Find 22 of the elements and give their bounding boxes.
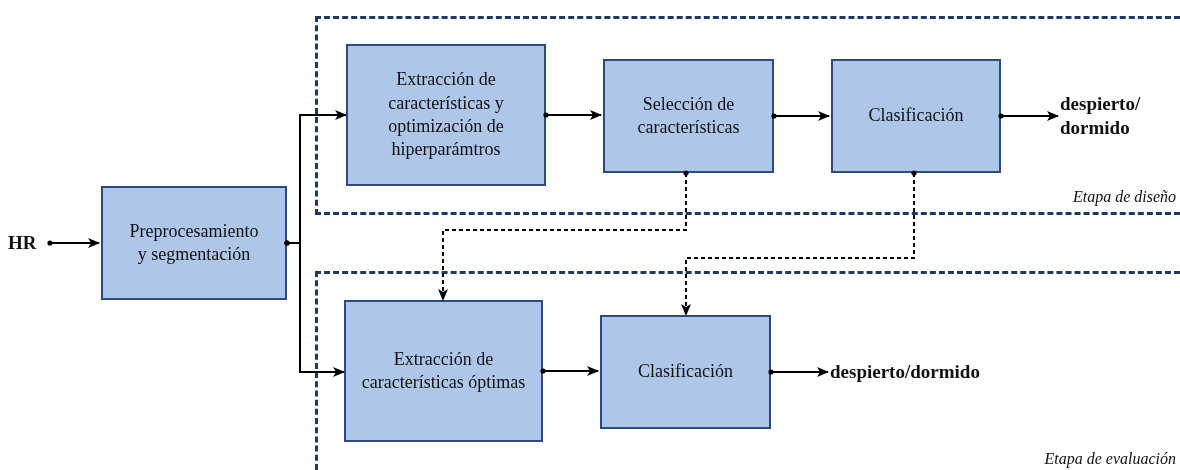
input-label: HR [8, 232, 50, 254]
arrow [47, 238, 100, 248]
process-box: Clasificación [831, 59, 1001, 173]
process-box: Selección de características [603, 59, 774, 173]
arrow [543, 110, 602, 120]
stage-label: Etapa de evaluación [1044, 450, 1176, 468]
arrow [284, 240, 345, 377]
process-box: Extracción de características y optimización de hiperparámtros [346, 44, 546, 186]
arrow [768, 367, 829, 377]
dashed-arrow [438, 170, 689, 301]
stage-label: Etapa de diseño [1072, 188, 1176, 206]
output-label: despierto/ dormido [1060, 90, 1178, 142]
process-box: Clasificación [600, 315, 771, 429]
process-box: Preprocesamiento y segmentación [101, 186, 287, 300]
process-box: Extracción de características óptimas [344, 300, 543, 442]
arrow [540, 366, 599, 376]
arrow [771, 111, 830, 121]
output-label: despierto/dormido [830, 359, 1040, 385]
dashed-arrow [681, 170, 917, 316]
stage-region [315, 16, 1180, 215]
arrow [998, 111, 1059, 121]
stage-region [315, 271, 1180, 470]
